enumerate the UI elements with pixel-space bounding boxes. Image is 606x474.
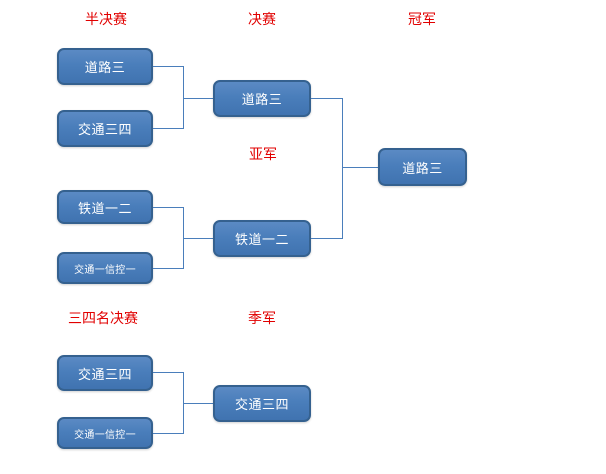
round-label-runner-up: 亚军 [249,147,277,163]
connector-lower-semifinal-top [153,207,183,208]
bracket-node-upper-semifinal-top[interactable]: 道路三 [57,48,153,85]
bracket-node-lower-semifinal-top[interactable]: 铁道一二 [57,190,153,224]
bracket-node-final-upper[interactable]: 道路三 [213,80,311,117]
bracket-node-third-place-top[interactable]: 交通三四 [57,355,153,391]
bracket-node-third-place-winner[interactable]: 交通三四 [213,385,311,422]
bracket-node-champion[interactable]: 道路三 [378,148,467,186]
round-label-semifinal: 半决赛 [85,12,127,28]
connector-final-vertical [342,98,343,239]
round-label-third-place: 季军 [248,311,276,327]
connector-third-place-bottom [153,433,183,434]
connector-upper-semifinal-vertical [183,66,184,129]
connector-upper-semifinal-out [183,98,213,99]
connector-upper-semifinal-top [153,66,183,67]
round-label-champion: 冠军 [408,12,436,28]
connector-third-place-out [183,403,213,404]
connector-lower-semifinal-bottom [153,268,183,269]
connector-upper-semifinal-bottom [153,128,183,129]
bracket-node-upper-semifinal-bottom[interactable]: 交通三四 [57,110,153,147]
round-label-final: 决赛 [248,12,276,28]
connector-final-upper [311,98,342,99]
connector-champion-in [342,167,378,168]
connector-final-lower [311,238,342,239]
bracket-node-third-place-bottom[interactable]: 交通一信控一 [57,417,153,449]
bracket-node-lower-semifinal-bottom[interactable]: 交通一信控一 [57,252,153,284]
round-label-third-place-match: 三四名决赛 [68,311,138,327]
connector-third-place-top [153,372,183,373]
bracket-node-final-lower[interactable]: 铁道一二 [213,220,311,257]
connector-lower-semifinal-out [183,238,213,239]
